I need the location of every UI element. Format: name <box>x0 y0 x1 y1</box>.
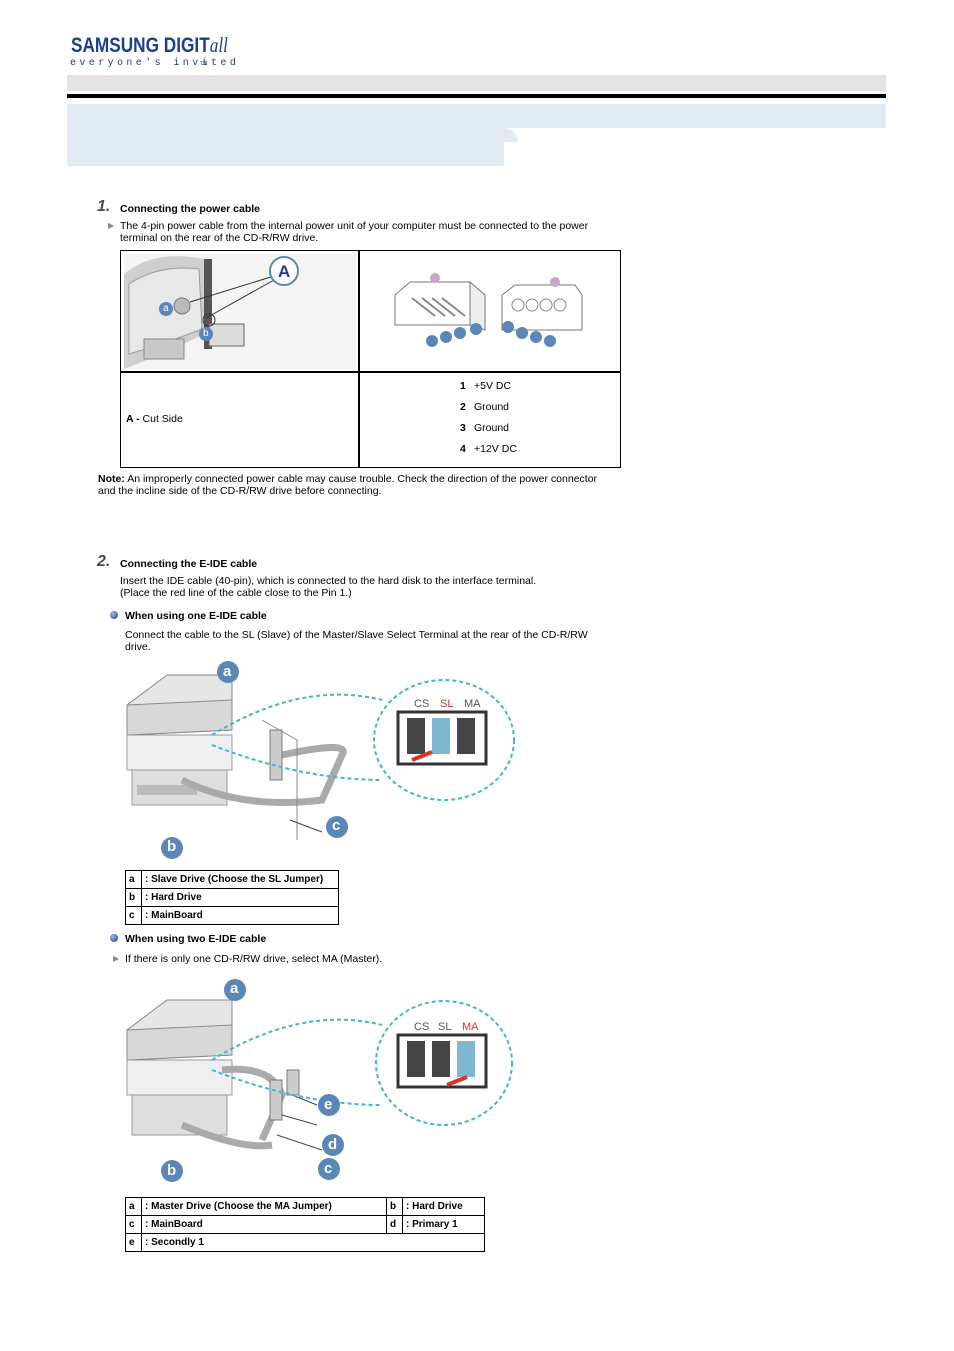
jumper-label-ma: MA <box>462 1021 479 1033</box>
header-rule <box>67 94 886 98</box>
two-cable-installation-diagram <box>126 979 513 1182</box>
power-instructions: The 4-pin power cable from the internal … <box>120 220 589 244</box>
step-number-1: 1. <box>97 198 111 215</box>
legend-row: c: MainBoard <box>125 906 339 925</box>
pin-row: 1+5V DC <box>460 380 512 392</box>
jumper-label-ma: MA <box>464 698 481 710</box>
subsection-one-cable: When using one E-IDE cable <box>125 610 267 622</box>
one-cable-instructions: Connect the cable to the SL (Slave) of t… <box>125 629 588 653</box>
callout-c: c <box>324 1160 333 1177</box>
callout-a: a <box>223 663 232 680</box>
power-socket-photo <box>124 254 356 369</box>
arrow-bullet-icon: ▶ <box>108 221 115 230</box>
legend-row: c : MainBoard d : Primary 1 <box>125 1215 485 1234</box>
table-divider-h <box>121 371 620 373</box>
callout-a-label: a <box>163 303 169 314</box>
callout-e: e <box>324 1096 333 1113</box>
power-connector-pinout-diagram <box>394 273 583 347</box>
jumper-label-sl: SL <box>438 1021 452 1033</box>
eide-instructions: Insert the IDE cable (40-pin), which is … <box>120 575 537 599</box>
power-note: Note: An improperly connected power cabl… <box>98 473 598 497</box>
title-band-corner <box>504 128 518 142</box>
arrow-bullet-icon: ▶ <box>113 954 120 963</box>
header-grey-bar <box>67 75 886 91</box>
legend-row: a: Slave Drive (Choose the SL Jumper) <box>125 870 339 889</box>
title-band-tab <box>67 128 504 166</box>
legend-row: a : Master Drive (Choose the MA Jumper) … <box>125 1197 485 1216</box>
one-cable-installation-diagram <box>126 661 515 859</box>
callout-b: b <box>167 838 177 855</box>
section-title-power: Connecting the power cable <box>120 203 261 215</box>
two-cable-instructions: If there is only one CD-R/RW drive, sele… <box>125 953 383 965</box>
jumper-label-sl: SL <box>440 698 454 710</box>
callout-d: d <box>328 1136 338 1153</box>
pin-row: 4+12V DC <box>460 443 517 455</box>
legend-row: b: Hard Drive <box>125 888 339 907</box>
legend-row: e : Secondly 1 <box>125 1233 485 1252</box>
section-title-eide: Connecting the E-IDE cable <box>120 558 258 570</box>
power-connector-table <box>120 250 621 468</box>
one-cable-legend-table: a: Slave Drive (Choose the SL Jumper) b:… <box>125 870 339 925</box>
subsection-two-cable: When using two E-IDE cable <box>125 933 267 945</box>
callout-c: c <box>332 817 341 834</box>
title-band <box>67 104 886 128</box>
callout-b: b <box>167 1162 177 1179</box>
brand-tagline: everyone's invited <box>70 58 240 69</box>
table-divider-v <box>358 251 360 467</box>
two-cable-legend-table: a : Master Drive (Choose the MA Jumper) … <box>125 1197 485 1252</box>
jumper-label-cs: CS <box>414 698 430 710</box>
round-bullet-icon <box>110 611 118 619</box>
callout-a: a <box>230 980 239 997</box>
round-bullet-icon <box>110 934 118 942</box>
brand-logo: SAMSUNG DIGITall <box>71 33 228 57</box>
step-number-2: 2. <box>97 553 111 570</box>
callout-b-label: b <box>203 328 209 339</box>
cut-side-label: A - Cut Side <box>126 413 183 425</box>
trademark-mark: TM <box>200 61 208 67</box>
callout-A-label: A <box>278 262 291 281</box>
jumper-label-cs: CS <box>414 1021 430 1033</box>
